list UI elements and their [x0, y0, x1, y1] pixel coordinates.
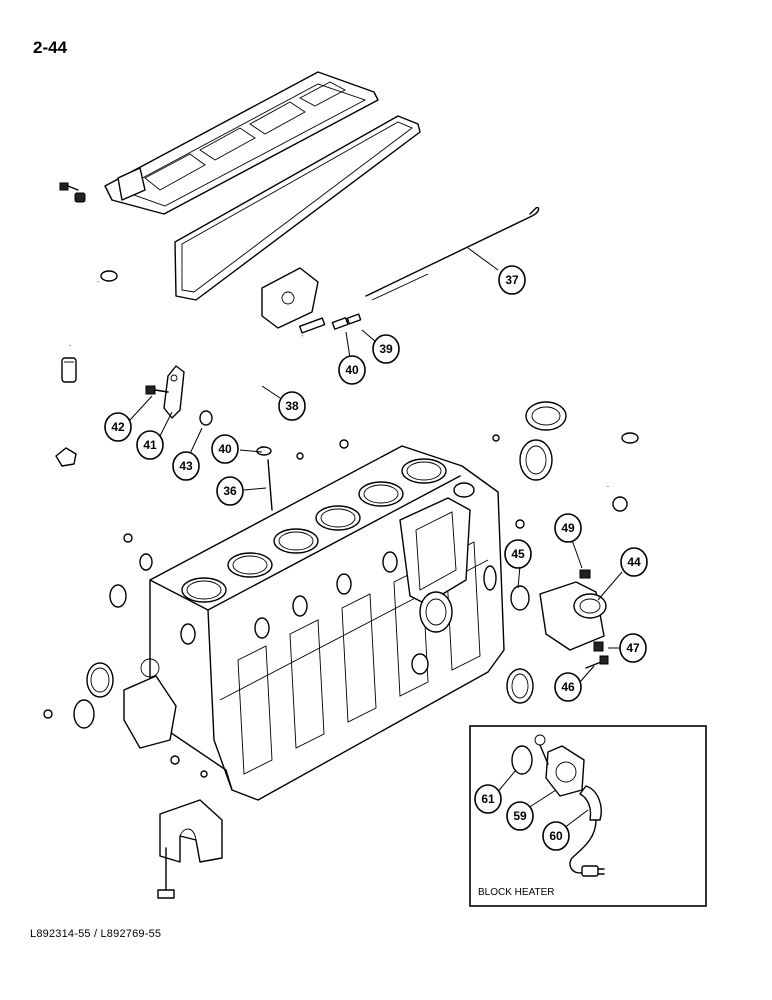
dipstick — [365, 206, 540, 301]
leader-lines — [129, 247, 623, 829]
dipstick-tube — [256, 313, 362, 447]
callout-47: 47 — [619, 633, 647, 663]
valve-cover-gasket — [174, 115, 421, 301]
svg-text:38: 38 — [285, 399, 299, 413]
svg-text:45: 45 — [511, 547, 525, 561]
svg-text:59: 59 — [513, 809, 527, 823]
callout-46: 46 — [554, 672, 582, 702]
svg-text:60: 60 — [549, 829, 563, 843]
inset-title: BLOCK HEATER — [478, 887, 555, 898]
figure-reference: L892314-55 / L892769-55 — [30, 928, 162, 940]
page-number: 2-44 — [33, 38, 68, 57]
svg-text:44: 44 — [627, 555, 641, 569]
callout-45: 45 — [504, 539, 532, 569]
callout-36: 36 — [216, 476, 244, 506]
svg-text:49: 49 — [561, 521, 575, 535]
callout-40-upper: 40 — [338, 355, 366, 385]
expansion-plugs — [43, 401, 628, 778]
callout-61: 61 — [474, 784, 502, 814]
callout-43: 43 — [172, 451, 200, 481]
main-bearing-cap — [157, 799, 223, 899]
adapter-plate — [261, 267, 319, 329]
callout-49: 49 — [554, 513, 582, 543]
callout-38: 38 — [278, 391, 306, 421]
callout-37: 37 — [498, 265, 526, 295]
svg-text:42: 42 — [111, 420, 125, 434]
callout-39: 39 — [372, 334, 400, 364]
callout-42: 42 — [104, 412, 132, 442]
water-outlet-elbow — [604, 432, 639, 487]
callout-59: 59 — [506, 801, 534, 831]
thermostat-housing — [510, 569, 609, 669]
svg-text:40: 40 — [218, 442, 232, 456]
svg-text:61: 61 — [481, 792, 495, 806]
cover-bolt — [59, 182, 86, 203]
dipstick-tube-lower — [256, 446, 273, 511]
breather-hose — [61, 270, 118, 383]
callout-41: 41 — [136, 430, 164, 460]
svg-text:36: 36 — [223, 484, 237, 498]
block-heater-inset — [469, 725, 707, 907]
callout-60: 60 — [542, 821, 570, 851]
svg-text:40: 40 — [345, 363, 359, 377]
svg-text:46: 46 — [561, 680, 575, 694]
svg-text:47: 47 — [626, 641, 640, 655]
callout-44: 44 — [620, 547, 648, 577]
svg-text:37: 37 — [505, 273, 519, 287]
callout-40-lower: 40 — [211, 434, 239, 464]
bracket-hardware — [55, 365, 213, 467]
svg-text:43: 43 — [179, 459, 193, 473]
cylinder-block — [123, 445, 505, 801]
svg-text:39: 39 — [379, 342, 393, 356]
svg-text:41: 41 — [143, 438, 157, 452]
valve-cover — [104, 71, 379, 215]
